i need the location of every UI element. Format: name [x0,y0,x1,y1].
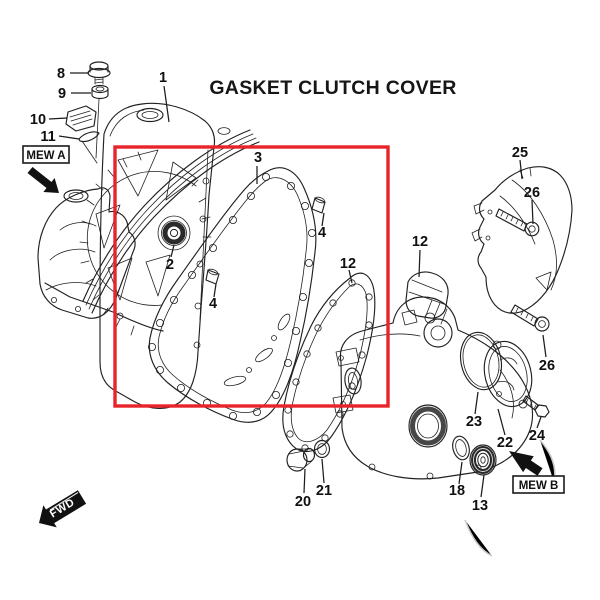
gasket-3 [147,167,317,423]
callout-18: 18 [449,483,465,499]
callout-26-lower: 26 [539,358,555,374]
view-b-box [512,475,565,494]
view-a-label: MEW A [26,150,65,162]
strip-11 [78,131,100,143]
bolt-26-lower [510,304,550,332]
highlight-box [113,145,390,408]
magneto-cover [332,296,534,480]
bolt-26-upper [495,208,540,237]
stator-bracket [405,271,453,348]
view-b-callout: MEW B [509,451,565,494]
callout-20: 20 [295,494,311,510]
callout-23: 23 [466,414,482,430]
gasket-12 [282,272,376,453]
nut-9 [91,84,109,100]
callout-4-left: 4 [209,296,217,312]
callout-8: 8 [57,66,65,82]
leader-lines [48,72,547,498]
callout-9: 9 [58,86,66,102]
view-a-box [22,145,70,164]
cushion-10 [65,105,97,132]
crankcase-view-a [37,187,164,332]
gasket-3-slots [223,313,291,387]
o-ring-18 [452,435,470,461]
callout-22: 22 [497,435,513,451]
bolt-24 [522,395,550,418]
fwd-arrow-icon [39,490,87,528]
gasket-3-bolt-holes [147,172,316,420]
callout-12-inner: 12 [340,256,356,272]
view-b-label: MEW B [519,480,559,492]
oil-seal-2 [157,215,191,251]
page-title: GASKET CLUTCH COVER [209,77,456,99]
callout-21: 21 [316,483,332,499]
bolt-8 [87,61,111,85]
dowel-pin-4-right [311,196,326,214]
seal-cap-13 [469,444,497,476]
fwd-arrow: FWD [39,490,87,528]
cover-22 [483,340,533,409]
callout-26-upper: 26 [524,185,540,201]
callout-2: 2 [166,257,174,273]
callout-13: 13 [472,498,488,514]
callout-1: 1 [159,70,167,86]
o-ring-21 [313,439,331,459]
callout-11: 11 [40,129,55,145]
dowel-pin-4-left [205,268,220,285]
callout-3: 3 [254,150,262,166]
tick-marks [79,151,212,336]
callout-24: 24 [529,428,545,444]
view-a-arrow-icon [27,167,59,193]
callout-4-right: 4 [318,225,326,241]
view-a-callout: MEW A [22,145,70,193]
cable-band [82,127,260,314]
callout-12-outer: 12 [412,234,428,250]
view-b-arrow-icon [509,451,543,476]
callout-10: 10 [30,112,46,128]
plug-20 [286,447,316,472]
callout-25: 25 [512,145,528,161]
ring-23 [459,331,503,391]
cover-25 [471,166,573,314]
